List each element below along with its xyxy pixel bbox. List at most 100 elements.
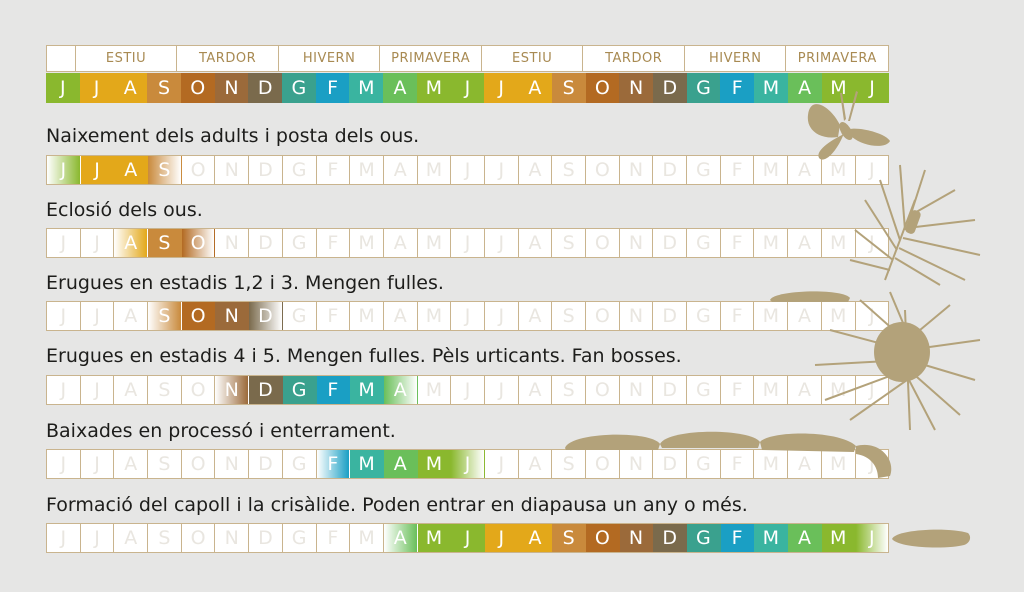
stage-month-cell: G bbox=[687, 450, 721, 478]
stage-month-cell: M bbox=[822, 156, 856, 184]
month-cell: M bbox=[754, 73, 788, 103]
stage-month-cell: A bbox=[114, 229, 149, 257]
stage-title: Erugues en estadis 4 i 5. Mengen fulles.… bbox=[46, 345, 682, 367]
month-cell: G bbox=[686, 73, 721, 103]
stage-month-cell: J bbox=[451, 229, 485, 257]
stage-month-cell: S bbox=[552, 156, 586, 184]
stage-month-cell: A bbox=[518, 524, 553, 552]
stage-month-cell: D bbox=[653, 376, 688, 404]
stage-month-cell: S bbox=[148, 302, 182, 330]
stage-month-cell: M bbox=[350, 524, 384, 552]
stage-month-cell: M bbox=[822, 229, 856, 257]
stage-title: Naixement dels adults i posta dels ous. bbox=[46, 125, 420, 147]
stage-month-cell: D bbox=[249, 376, 283, 404]
stage-month-cell: A bbox=[114, 450, 149, 478]
month-cell: J bbox=[79, 73, 114, 103]
stage-month-cell: O bbox=[586, 302, 620, 330]
stage-month-cell: G bbox=[687, 524, 721, 552]
season-header: ESTIU TARDOR HIVERN PRIMAVERA ESTIU TARD… bbox=[46, 45, 889, 72]
stage-month-cell: A bbox=[383, 524, 418, 552]
stage-month-cell: D bbox=[653, 302, 688, 330]
stage-month-cell: M bbox=[754, 156, 789, 184]
stage-month-cell: S bbox=[148, 524, 182, 552]
stage-month-cell: S bbox=[552, 376, 586, 404]
stage-month-cell: D bbox=[249, 524, 283, 552]
stage-month-cell: G bbox=[687, 376, 721, 404]
stage-month-cell: O bbox=[181, 229, 216, 257]
stage-month-cell: J bbox=[451, 302, 485, 330]
stage-month-cell: A bbox=[788, 156, 822, 184]
stage-month-cell: F bbox=[316, 376, 351, 404]
procession-caterpillars-icon bbox=[565, 431, 892, 478]
month-cell: D bbox=[652, 73, 687, 103]
stage-month-cell: D bbox=[249, 156, 283, 184]
stage-month-cell: D bbox=[653, 450, 688, 478]
stage-month-cell: G bbox=[687, 156, 721, 184]
stage-month-cell: F bbox=[317, 156, 351, 184]
stage-month-cell: O bbox=[182, 376, 216, 404]
stage-month-cell: J bbox=[485, 229, 519, 257]
month-cell: D bbox=[248, 73, 283, 103]
stage-month-cell: M bbox=[822, 450, 856, 478]
stage-month-cell: O bbox=[182, 450, 216, 478]
stage-month-cell: A bbox=[519, 376, 553, 404]
stage-month-cell: J bbox=[81, 376, 115, 404]
stage-month-cell: M bbox=[417, 524, 452, 552]
caterpillar-icon bbox=[770, 291, 850, 302]
season-label: ESTIU bbox=[76, 46, 178, 71]
stage-month-cell: A bbox=[519, 229, 553, 257]
stage-month-cell: F bbox=[721, 450, 755, 478]
stage-month-cell: J bbox=[869, 305, 875, 327]
stage-month-cell: F bbox=[317, 302, 351, 330]
stage-month-cell: J bbox=[451, 156, 485, 184]
season-label: TARDOR bbox=[583, 46, 685, 71]
pupa-icon bbox=[892, 529, 971, 548]
stage-month-cell: N bbox=[215, 450, 250, 478]
month-cell: N bbox=[214, 73, 249, 103]
stage-month-cell: F bbox=[721, 229, 755, 257]
stage-month-cell: F bbox=[720, 524, 755, 552]
stage-month-cell: J bbox=[81, 524, 115, 552]
pine-nest-icon bbox=[814, 291, 981, 431]
stage-month-cell: J bbox=[484, 524, 519, 552]
stage-month-cell: D bbox=[653, 524, 688, 552]
stage-month-cell: N bbox=[215, 229, 250, 257]
stage-month-cell: A bbox=[519, 302, 553, 330]
stage-month-cell: J bbox=[869, 159, 875, 181]
stage-month-cell: S bbox=[552, 524, 586, 552]
stage-month-cell: N bbox=[620, 156, 654, 184]
stage-month-cell: A bbox=[383, 376, 418, 404]
stage-month-cell: F bbox=[316, 450, 351, 478]
month-cell: M bbox=[349, 73, 384, 103]
stage-month-cell: A bbox=[788, 302, 822, 330]
season-label: HIVERN bbox=[685, 46, 787, 71]
stage-month-cell: M bbox=[822, 302, 856, 330]
stage-month-cell: J bbox=[47, 450, 81, 478]
stage-month-cell: J bbox=[485, 302, 519, 330]
month-cell: A bbox=[383, 73, 417, 103]
month-cell: A bbox=[787, 73, 822, 103]
stage-month-cell: A bbox=[519, 156, 553, 184]
month-cell: G bbox=[282, 73, 316, 103]
stage-month-cell: J bbox=[47, 376, 81, 404]
stage-month-cell: G bbox=[283, 450, 317, 478]
month-cell: J bbox=[855, 73, 889, 103]
stage-month-cell: M bbox=[418, 156, 452, 184]
stage-month-cell: O bbox=[586, 524, 620, 552]
stage-month-cell: J bbox=[869, 379, 875, 401]
stage-month-cell: J bbox=[451, 376, 485, 404]
month-cell: S bbox=[551, 73, 586, 103]
stage-month-cell: N bbox=[620, 450, 654, 478]
stage-month-cell: D bbox=[249, 302, 283, 330]
month-cell: F bbox=[315, 73, 350, 103]
stage-month-cell: J bbox=[47, 156, 81, 184]
month-cell: A bbox=[518, 73, 552, 103]
stage-month-cell: S bbox=[552, 450, 586, 478]
stage-month-cell: J bbox=[47, 524, 81, 552]
stage-month-cell: A bbox=[114, 302, 149, 330]
stage-month-cell: N bbox=[215, 302, 250, 330]
stage-month-cell: O bbox=[182, 156, 216, 184]
stage-month-cell: G bbox=[283, 229, 317, 257]
